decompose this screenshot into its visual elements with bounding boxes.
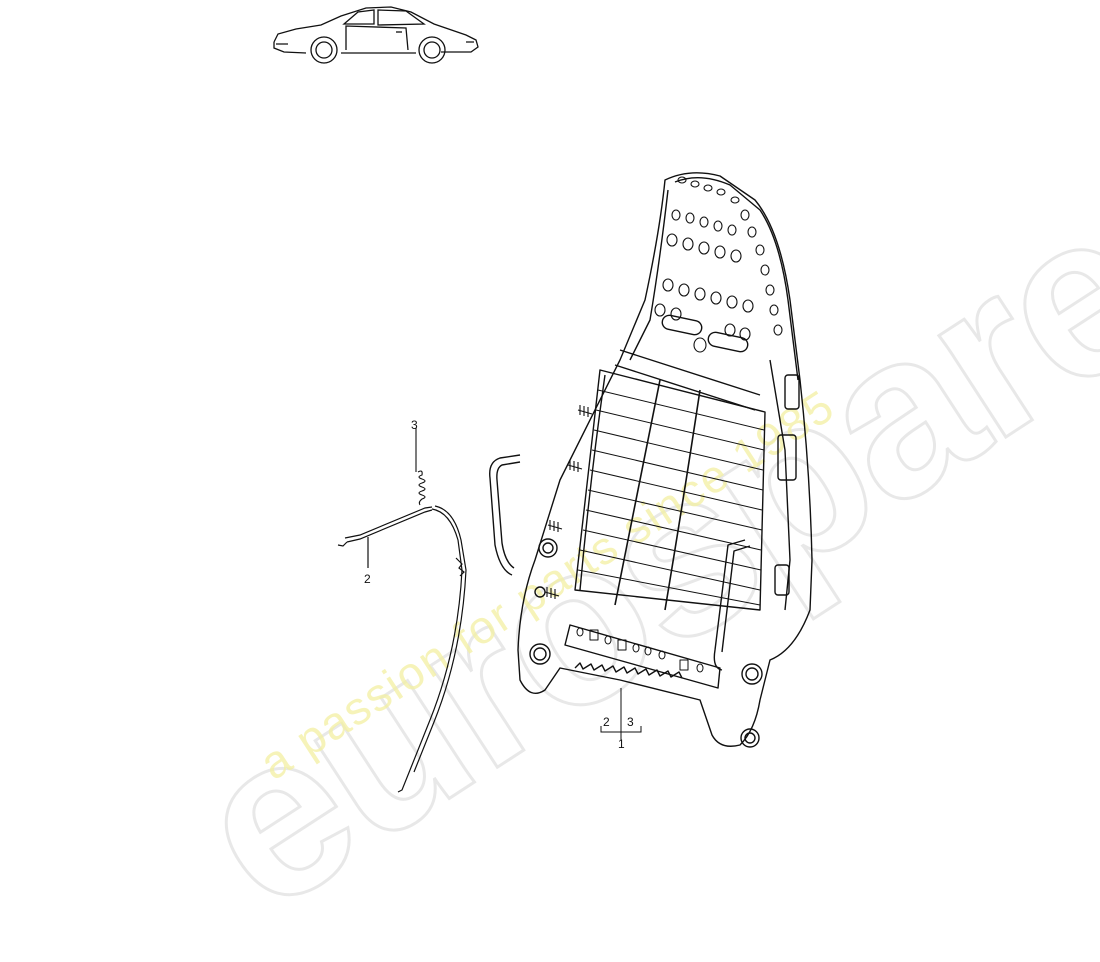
seat-backrest-frame-drawing xyxy=(337,172,813,793)
diagram-canvas: eurospares a passion for parts since 198… xyxy=(151,6,1100,960)
release-cable-part xyxy=(337,505,467,793)
callout-group-1[interactable]: 1 xyxy=(618,737,625,751)
vehicle-thumbnail-icon xyxy=(273,6,479,64)
callout-group-2[interactable]: 2 xyxy=(603,715,610,729)
spring-part xyxy=(415,428,426,506)
callout-3-spring[interactable]: 3 xyxy=(411,418,418,432)
callout-2-cable[interactable]: 2 xyxy=(364,572,371,586)
callout-group-3[interactable]: 3 xyxy=(627,715,634,729)
